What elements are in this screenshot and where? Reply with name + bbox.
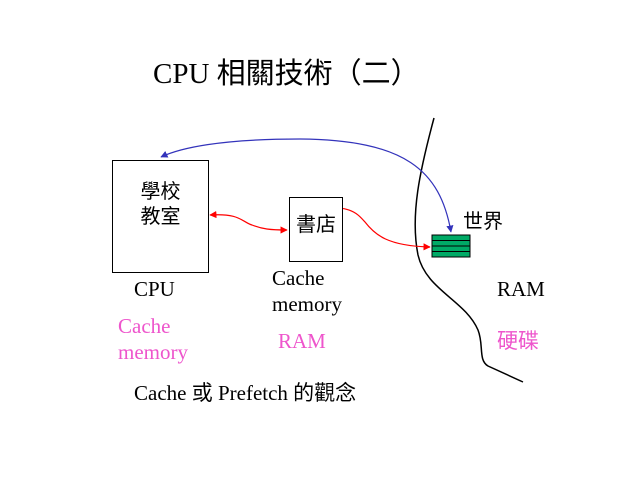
page-title: CPU 相關技術（二）	[153, 58, 420, 90]
cpu-label: CPU	[134, 277, 175, 301]
ram-sublabel: 硬碟	[497, 329, 539, 353]
cache-box	[289, 197, 343, 262]
memory-stack-icon	[431, 234, 471, 258]
cpu-box	[112, 160, 209, 273]
red-arrow-cpu-to-cache	[209, 210, 288, 234]
ram-label: RAM	[497, 277, 545, 301]
blue-arrow-ram-to-cpu	[160, 138, 454, 233]
world-label: 世界	[463, 211, 503, 233]
cpu-sublabel: Cache memory	[118, 314, 188, 364]
cache-memory-label: Cache memory	[272, 266, 342, 316]
cache-memory-sublabel: RAM	[278, 329, 326, 353]
cpu-box-label: 學校 教室	[140, 181, 181, 228]
cache-box-label: 書店	[296, 214, 336, 236]
caption: Cache 或 Prefetch 的觀念	[134, 381, 357, 405]
